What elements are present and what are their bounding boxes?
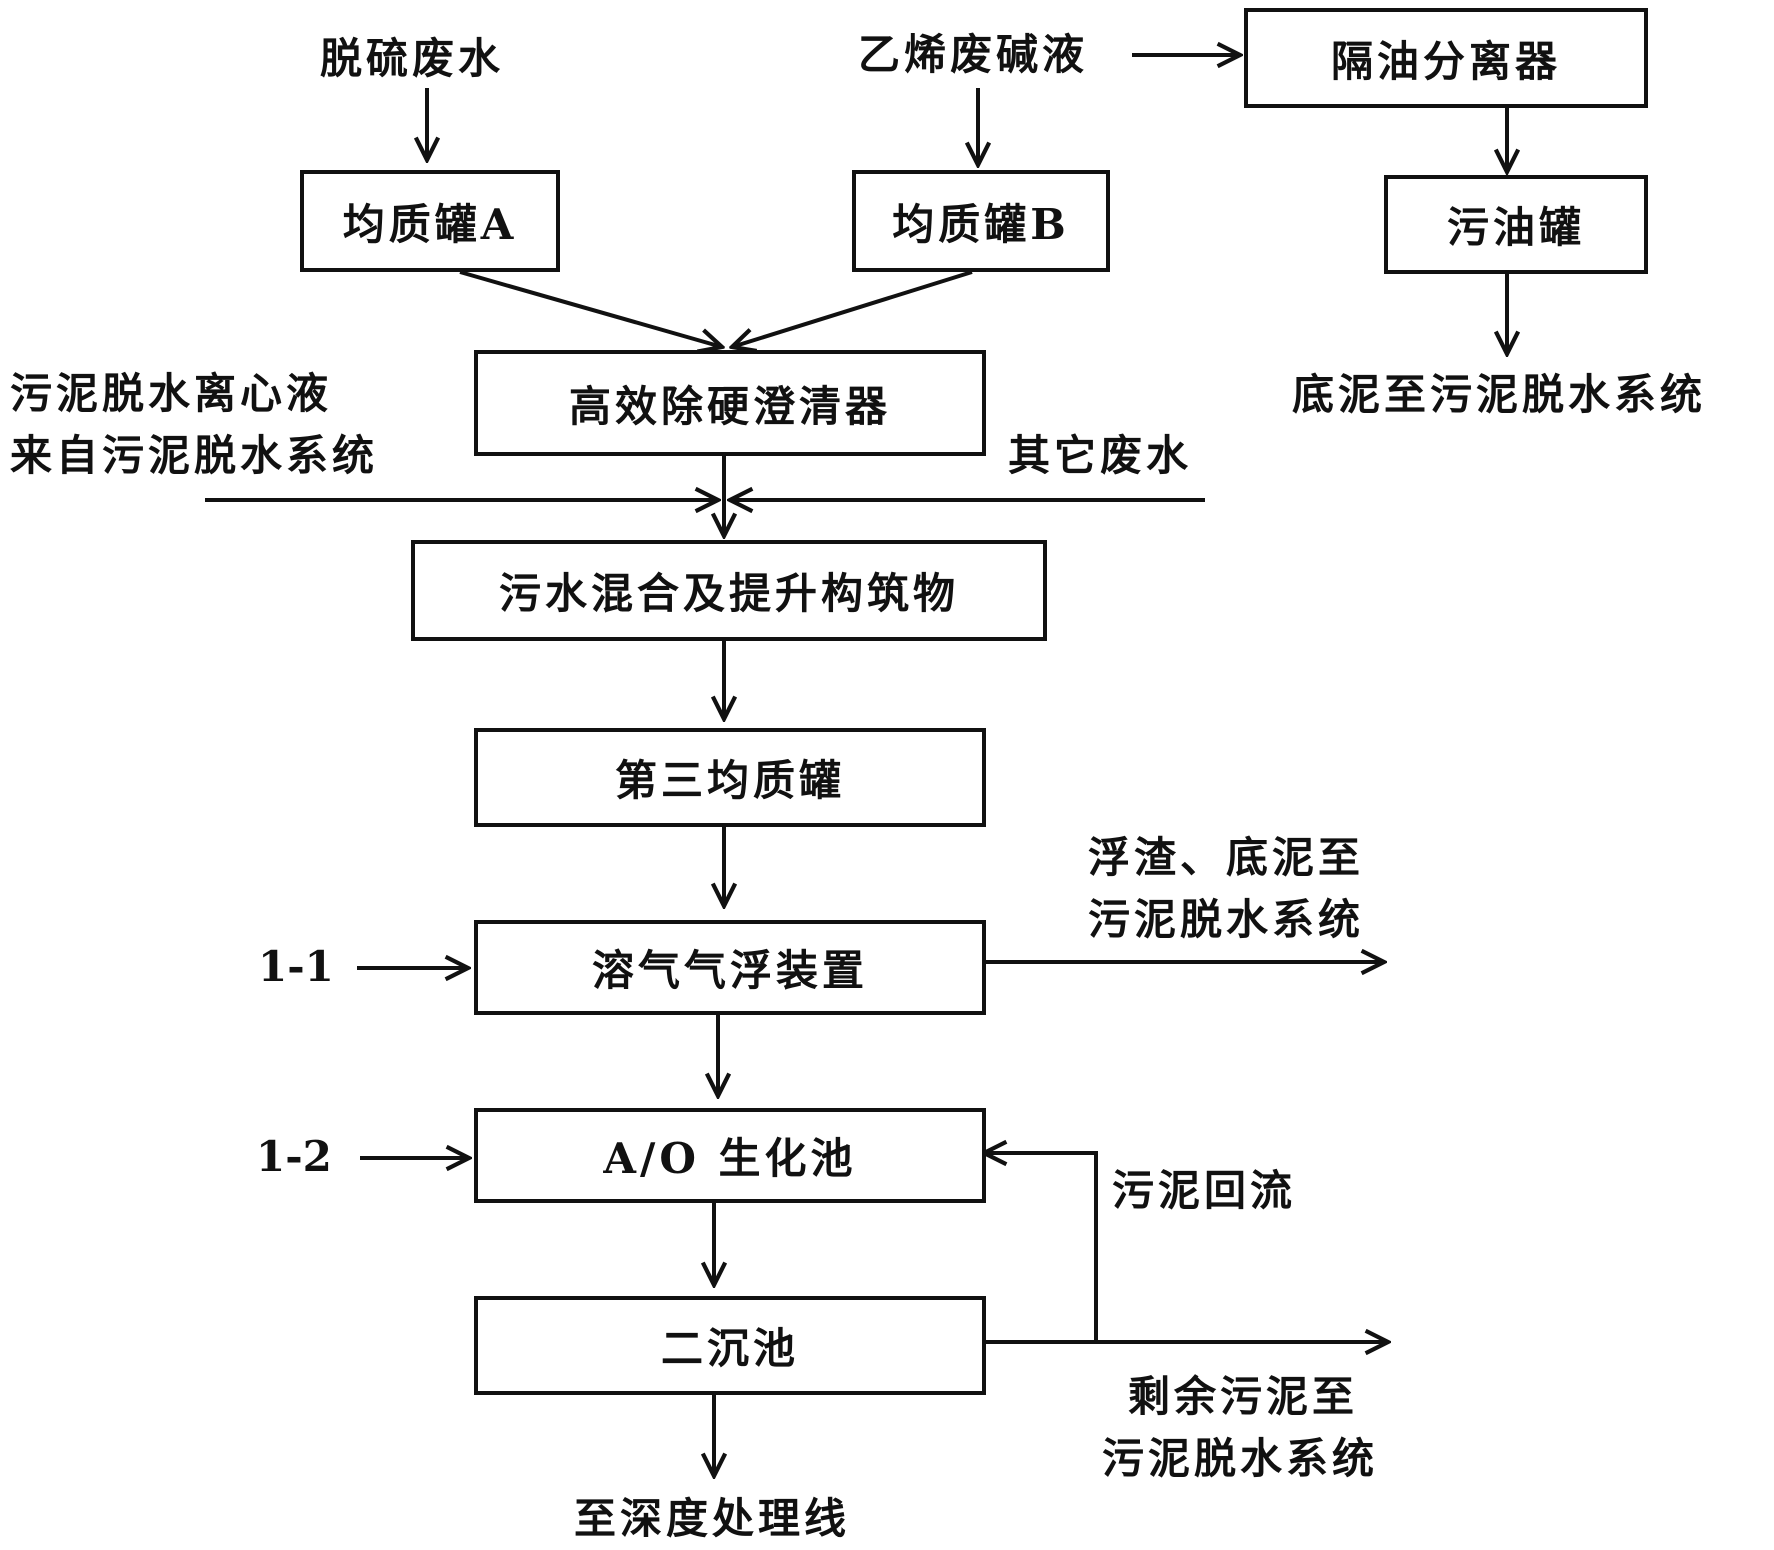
- other-wastewater-label: 其它废水: [1008, 431, 1193, 480]
- third-equalization-tank: 第三均质罐: [474, 728, 986, 827]
- oil-tank: 污油罐: [1384, 175, 1648, 274]
- excess-label-line2: 污泥脱水系统: [1102, 1434, 1379, 1483]
- scum-sludge-label: 浮渣、底泥至 污泥脱水系统: [1088, 827, 1364, 951]
- secondary-clarifier: 二沉池: [474, 1296, 986, 1395]
- excess-sludge-label: 剩余污泥至 污泥脱水系统: [1102, 1366, 1378, 1490]
- ethylene-spent-caustic-label: 乙烯废碱液: [858, 30, 1089, 79]
- sludge-return-label: 污泥回流: [1112, 1166, 1297, 1215]
- centrate-label-line2: 来自污泥脱水系统: [10, 431, 379, 480]
- scum-label-line2: 污泥脱水系统: [1088, 895, 1365, 944]
- daf-label: 溶气气浮装置: [591, 946, 868, 995]
- arrow-sludge-return: [984, 1153, 1098, 1342]
- ao-bio-tank: A/O 生化池: [474, 1108, 986, 1203]
- oil-separator-label: 隔油分离器: [1330, 36, 1561, 86]
- oil-tank-sludge-label: 底泥至污泥脱水系统: [1292, 370, 1707, 419]
- desulfur-wastewater-label: 脱硫废水: [320, 34, 505, 83]
- scum-label-line1: 浮渣、底泥至: [1088, 833, 1365, 882]
- dissolved-air-flotation: 溶气气浮装置: [474, 920, 986, 1015]
- centrate-label: 污泥脱水离心液 来自污泥脱水系统: [10, 363, 378, 487]
- centrate-label-line1: 污泥脱水离心液: [10, 369, 333, 418]
- equalization-tank-a-label: 均质罐A: [342, 199, 518, 249]
- equalization-tank-a: 均质罐A: [300, 170, 560, 272]
- third-equalization-tank-label: 第三均质罐: [614, 756, 845, 805]
- arrow-eq-a-to-clarifier: [459, 270, 722, 347]
- clarifier-label: 高效除硬澄清器: [568, 381, 891, 431]
- input-1-1-label: 1-1: [258, 942, 334, 991]
- ao-bio-tank-label: A/O 生化池: [603, 1134, 857, 1183]
- arrow-eq-b-to-clarifier: [732, 270, 973, 347]
- mixing-label: 污水混合及提升构筑物: [498, 569, 959, 618]
- oil-tank-label: 污油罐: [1446, 203, 1585, 252]
- to-advanced-treatment-label: 至深度处理线: [574, 1494, 851, 1543]
- oil-separator: 隔油分离器: [1244, 8, 1648, 108]
- equalization-tank-b-label: 均质罐B: [892, 199, 1070, 249]
- excess-label-line1: 剩余污泥至: [1128, 1372, 1359, 1421]
- secondary-clarifier-label: 二沉池: [660, 1324, 799, 1373]
- input-1-2-label: 1-2: [256, 1132, 332, 1181]
- mixing-lift-structure: 污水混合及提升构筑物: [411, 540, 1047, 641]
- high-efficiency-clarifier: 高效除硬澄清器: [474, 350, 986, 456]
- equalization-tank-b: 均质罐B: [852, 170, 1110, 272]
